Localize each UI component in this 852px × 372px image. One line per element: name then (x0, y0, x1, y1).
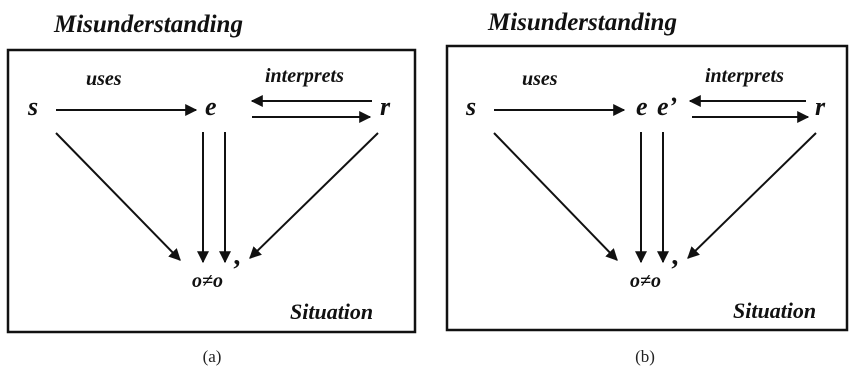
panel-b-label-uses: uses (522, 68, 558, 90)
panel-a-label-uses: uses (86, 68, 122, 90)
panel-b-caption: (b) (635, 347, 655, 366)
panel-b-node-e: e (636, 92, 648, 121)
panel-b-situation-label: Situation (733, 298, 816, 323)
panel-b: Misunderstanding s e e’ r uses interpret… (445, 9, 849, 366)
panel-a-receiver-outcome-arrow (249, 132, 379, 259)
panel-a-title: Misunderstanding (53, 11, 243, 38)
panel-a-outcome: o≠o (192, 270, 223, 292)
panel-a-label-interprets: interprets (265, 65, 344, 87)
panel-a: Misunderstanding s e r uses interprets o… (6, 11, 417, 366)
panel-b-situation-frame (445, 44, 849, 332)
panel-b-node-e-prime: e’ (657, 92, 677, 121)
panel-b-node-r: r (815, 92, 826, 121)
panel-a-situation-label: Situation (290, 299, 373, 324)
panel-b-sender-outcome-arrow (493, 132, 618, 261)
panel-b-receiver-outcome-arrow (687, 132, 817, 259)
panel-a-outcome-prime: ’ (232, 255, 241, 286)
panel-a-caption: (a) (203, 347, 222, 366)
panel-a-situation-frame (6, 48, 417, 334)
panel-a-node-e: e (205, 92, 217, 121)
panel-b-label-interprets: interprets (705, 65, 784, 87)
panel-b-outcome: o≠o (630, 270, 661, 292)
panel-a-node-r: r (380, 92, 391, 121)
panel-a-sender-outcome-arrow (55, 132, 181, 261)
panel-b-outcome-prime: ’ (670, 255, 679, 286)
panel-b-title: Misunderstanding (487, 9, 677, 36)
panel-a-node-s: s (27, 92, 38, 121)
panel-b-node-s: s (465, 92, 476, 121)
